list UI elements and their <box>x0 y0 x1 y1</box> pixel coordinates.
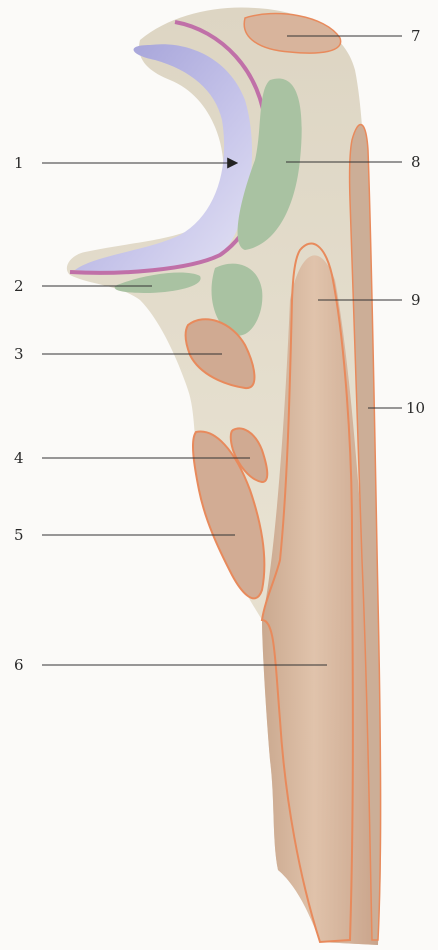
articular-surface <box>75 44 252 272</box>
label-9: 9 <box>411 292 421 308</box>
label-4: 4 <box>14 450 24 466</box>
label-3: 3 <box>14 346 24 362</box>
label-8: 8 <box>411 154 421 170</box>
label-6: 6 <box>14 657 24 673</box>
label-7: 7 <box>411 28 421 44</box>
label-5: 5 <box>14 527 24 543</box>
label-2: 2 <box>14 278 24 294</box>
label-1: 1 <box>14 155 24 171</box>
label-10: 10 <box>406 400 425 416</box>
